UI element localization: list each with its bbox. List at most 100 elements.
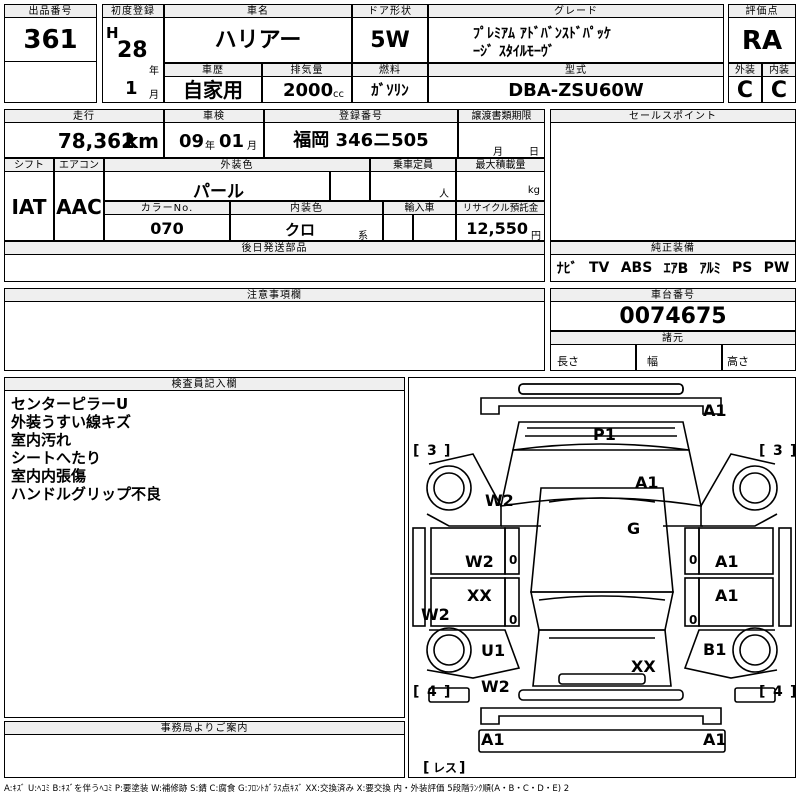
inspector-note: 外装うすい線キズ <box>11 413 132 431</box>
svg-text:]: ] <box>444 684 450 700</box>
int-color-unit: 系 <box>358 231 368 242</box>
int-color-value: クロ <box>285 221 316 239</box>
chassis-header: 車台番号 <box>550 288 796 302</box>
equipment-item: ｱﾙﾐ <box>699 261 721 277</box>
inspector-header: 検査員記入欄 <box>4 377 405 391</box>
equipment-item: PW <box>763 260 790 276</box>
first-reg-month: 1 <box>125 78 138 99</box>
int-color-header: 内装色 <box>230 201 383 215</box>
spec-width-box: 幅 <box>636 344 722 371</box>
mark-front-a1: A1 <box>703 401 727 420</box>
ac-header: エアコン <box>54 158 104 172</box>
svg-text:]: ] <box>790 684 795 700</box>
svg-text:[: [ <box>413 684 419 700</box>
spec-length-box: 長さ <box>550 344 636 371</box>
displacement-header: 排気量 <box>262 63 352 77</box>
equipment-item: PS <box>731 260 753 276</box>
ext-color-header: 外装色 <box>104 158 370 172</box>
mark-left-side-w2: W2 <box>421 605 450 624</box>
mileage-header: 走行 <box>4 109 164 123</box>
inspector-note: シートへたり <box>11 449 102 467</box>
ext-color-extra <box>330 171 370 201</box>
mark-rear-right-a1: A1 <box>703 730 727 749</box>
equipment-box: ﾅﾋﾞ TV ABS ｴｱB ｱﾙﾐ PS PW <box>550 254 796 282</box>
exterior-value: C <box>728 76 762 103</box>
displacement-unit: cc <box>333 89 344 100</box>
mark-left-front-door-w2: W2 <box>465 552 494 571</box>
shift-header: シフト <box>4 158 54 172</box>
mileage-unit: km <box>124 129 159 153</box>
first-reg-era: H <box>106 24 119 42</box>
reg-no-header: 登録番号 <box>264 109 458 123</box>
grade-header: グレード <box>428 4 724 18</box>
mark-left-rear-door-xx: XX <box>467 586 492 605</box>
exterior-header: 外装 <box>728 63 762 77</box>
bracket-front-right-value: 3 <box>773 443 783 459</box>
mark-left-rear-w2: W2 <box>481 677 510 696</box>
mark-right-front-door-0: 0 <box>689 553 697 567</box>
interior-value: C <box>762 76 796 103</box>
mark-right-rear-door-a1: A1 <box>715 586 739 605</box>
bracket-rear-left-value: 4 <box>427 684 437 700</box>
car-diagram-box: [ 3 ] [ 3 ] [ 4 ] [ 4 ] [ レス ] A1 P1 A1 … <box>408 377 796 778</box>
mark-rear-left-a1: A1 <box>481 730 505 749</box>
notes-header: 注意事項欄 <box>4 288 545 302</box>
displacement-value: 2000 <box>283 80 334 101</box>
bracket-rear-right-value: 4 <box>773 684 783 700</box>
inspection-header: 車検 <box>164 109 264 123</box>
shift-value: IAT <box>4 171 54 241</box>
notes-box <box>4 301 545 371</box>
svg-text:]: ] <box>790 443 795 459</box>
inspection-month-unit: 月 <box>247 141 257 152</box>
mileage-value: 78,362 <box>57 129 135 153</box>
mark-left-rear-u1: U1 <box>481 641 505 660</box>
inspector-note: センターピラーU <box>11 395 129 413</box>
mark-right-rear-door-0: 0 <box>689 613 697 627</box>
office-header: 事務局よりご案内 <box>4 721 405 735</box>
office-box <box>4 734 405 778</box>
capacity-header: 乗車定員 <box>370 158 456 172</box>
import-box-a <box>383 214 413 241</box>
transfer-day-unit: 日 <box>529 147 539 158</box>
later-parts-header: 後日発送部品 <box>4 241 545 255</box>
history-value: 自家用 <box>164 76 262 103</box>
first-reg-year: 28 <box>117 38 148 63</box>
mark-left-fender-w2: W2 <box>485 491 514 510</box>
import-box-b <box>413 214 456 241</box>
lot-no-header: 出品番号 <box>4 4 97 18</box>
int-color-box: クロ 系 <box>230 214 383 242</box>
recycle-value: 12,550 <box>466 219 528 238</box>
svg-text:[: [ <box>423 760 429 776</box>
import-header: 輸入車 <box>383 201 456 215</box>
first-reg-month-unit: 月 <box>149 90 159 101</box>
specs-header: 諸元 <box>550 331 796 345</box>
car-name-value: ハリアー <box>164 17 352 63</box>
capacity-unit: 人 <box>439 189 449 200</box>
displacement-box: 2000 cc <box>262 76 352 103</box>
spec-height-label: 高さ <box>727 355 749 368</box>
fuel-header: 燃料 <box>352 63 428 77</box>
inspector-note: ハンドルグリップ不良 <box>11 485 162 503</box>
sales-point-box <box>550 122 796 241</box>
spec-height-box: 高さ <box>722 344 796 371</box>
ext-color-box: パール <box>104 171 330 202</box>
reg-no-value: 福岡 346ニ505 <box>264 122 458 158</box>
grade-line1: ﾌﾟﾚﾐｱﾑ ｱﾄﾞﾊﾞﾝｽﾄﾞﾊﾟｯｹ <box>473 26 611 42</box>
bracket-rear-value: レス <box>433 761 457 775</box>
first-reg-header: 初度登録 <box>102 4 164 18</box>
inspection-year: 09 <box>179 131 205 152</box>
mark-trunk-xx: XX <box>631 657 656 676</box>
score-value: RA <box>728 17 796 63</box>
model-code-header: 型式 <box>428 63 724 77</box>
recycle-unit: 円 <box>531 231 541 242</box>
capacity-box: 人 <box>370 171 456 201</box>
transfer-month-unit: 月 <box>493 147 503 158</box>
ac-value: AAC <box>54 171 104 241</box>
chassis-value: 0074675 <box>550 301 796 331</box>
mark-right-rear-b1: B1 <box>703 640 726 659</box>
model-code-value: DBA-ZSU60W <box>428 76 724 103</box>
recycle-box: 12,550 円 <box>456 214 545 242</box>
inspection-year-unit: 年 <box>205 141 215 152</box>
inspection-box: 09 年 01 月 <box>164 122 264 158</box>
color-no-value: 070 <box>104 214 230 241</box>
